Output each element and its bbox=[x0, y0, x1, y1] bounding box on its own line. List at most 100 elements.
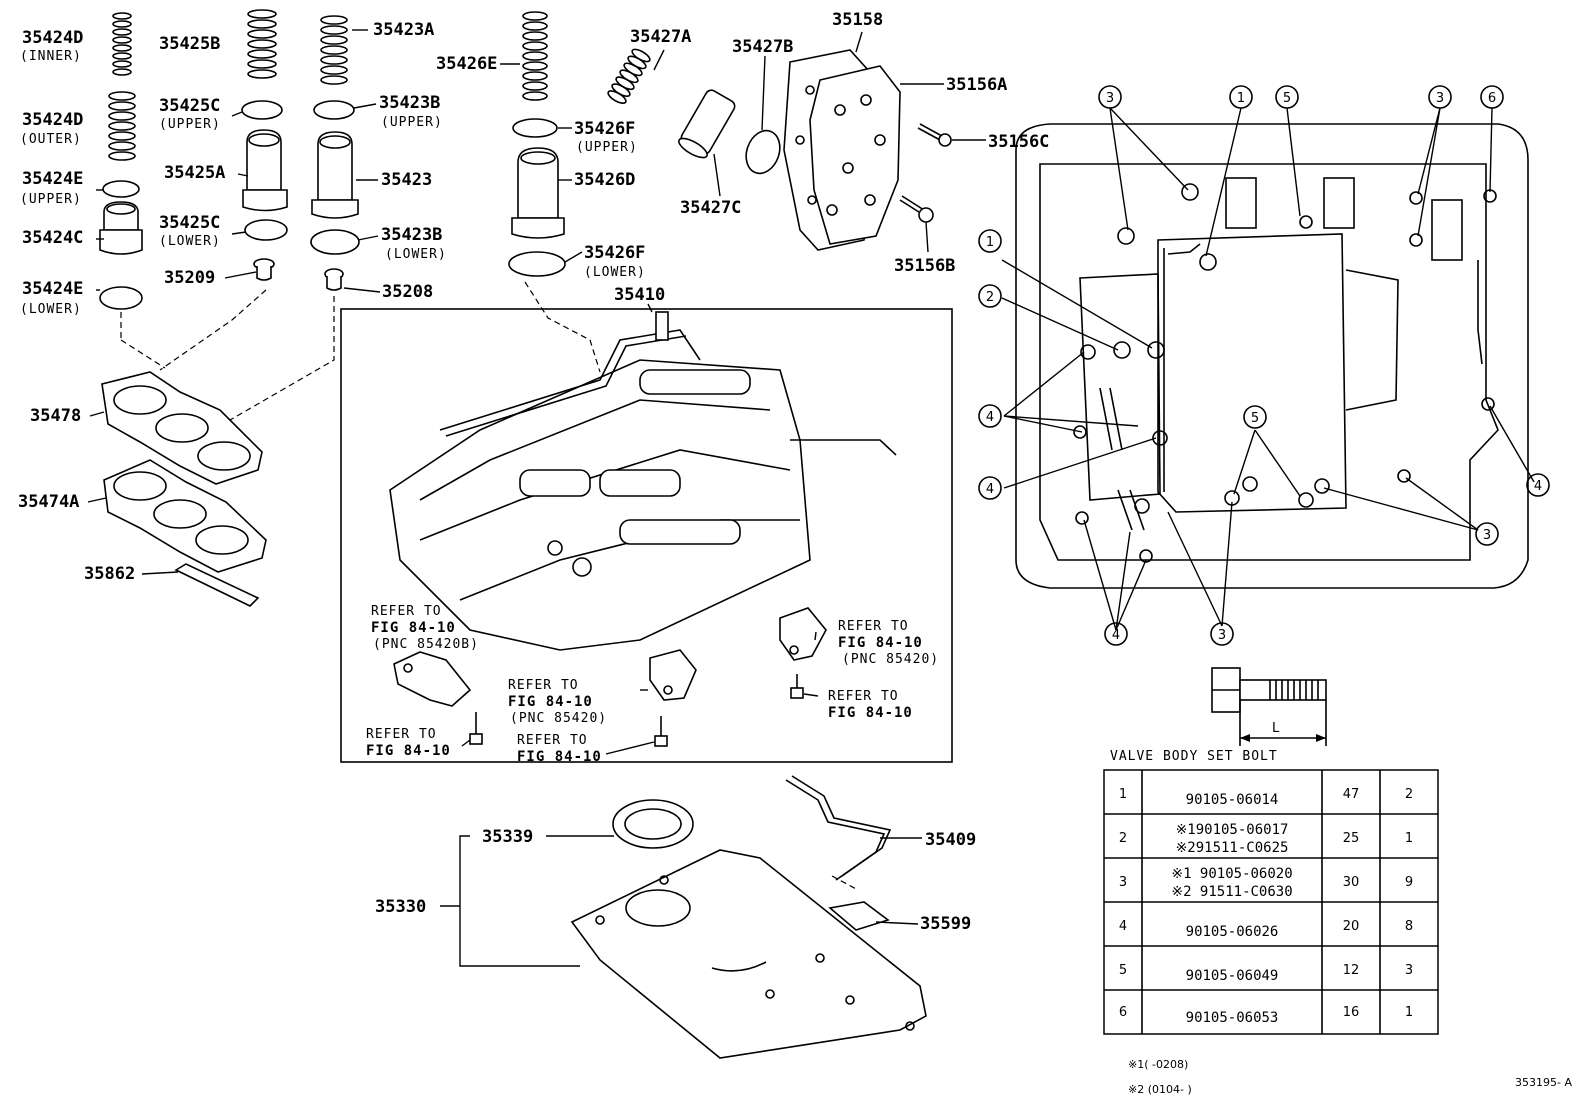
oring-35426F-lower bbox=[508, 251, 566, 277]
label-35156A: 35156A bbox=[946, 75, 1007, 95]
plug-35208 bbox=[324, 268, 344, 291]
callout-1-left: 1 bbox=[978, 229, 1002, 253]
piston-35426D bbox=[511, 147, 565, 239]
alignment-lines bbox=[120, 281, 859, 891]
plug-35209 bbox=[253, 258, 275, 281]
svg-text:4: 4 bbox=[986, 482, 994, 497]
svg-text:※291511-C0625: ※291511-C0625 bbox=[1176, 840, 1289, 856]
label-35474A: 35474A bbox=[18, 492, 79, 512]
refer-to-1: REFER TO bbox=[371, 604, 442, 619]
strainer-35330 bbox=[570, 849, 927, 1059]
label-35862: 35862 bbox=[84, 564, 135, 584]
label-35425C-upper: 35425C bbox=[159, 96, 220, 116]
label-35426E: 35426E bbox=[436, 54, 497, 74]
fig-5: FIG 84-10 bbox=[366, 743, 451, 759]
callout-3-bottom: 3 bbox=[1210, 622, 1234, 646]
label-upper-b: (UPPER) bbox=[159, 117, 221, 132]
label-outer: (OUTER) bbox=[20, 132, 82, 147]
spring-35425B bbox=[247, 9, 277, 79]
label-35424E-upper: 35424E bbox=[22, 169, 83, 189]
gasket-35478 bbox=[101, 371, 263, 485]
svg-text:6: 6 bbox=[1488, 91, 1496, 106]
fig-6: FIG 84-10 bbox=[517, 749, 602, 765]
svg-text:5: 5 bbox=[1119, 963, 1127, 978]
svg-text:8: 8 bbox=[1405, 919, 1413, 934]
label-upper-a: (UPPER) bbox=[20, 192, 82, 207]
bolt-table-title: VALVE BODY SET BOLT bbox=[1110, 749, 1278, 764]
label-35424E-lower: 35424E bbox=[22, 279, 83, 299]
svg-text:5: 5 bbox=[1283, 91, 1291, 106]
svg-text:3: 3 bbox=[1483, 528, 1491, 543]
piston-35424C bbox=[99, 201, 143, 255]
svg-text:4: 4 bbox=[986, 410, 994, 425]
oring-35423B-lower bbox=[310, 229, 360, 255]
label-35599: 35599 bbox=[920, 914, 971, 934]
label-35427C: 35427C bbox=[680, 198, 741, 218]
oring-35423B-upper bbox=[313, 100, 355, 120]
callout-2-left: 2 bbox=[978, 284, 1002, 308]
label-35339: 35339 bbox=[482, 827, 533, 847]
label-35209: 35209 bbox=[164, 268, 215, 288]
refer-to-2: REFER TO bbox=[508, 678, 579, 693]
label-35425B: 35425B bbox=[159, 34, 220, 54]
refer-to-4: REFER TO bbox=[828, 689, 899, 704]
oring-35427B bbox=[745, 129, 781, 175]
svg-text:2: 2 bbox=[1405, 787, 1413, 802]
fig-3: FIG 84-10 bbox=[838, 635, 923, 651]
callout-4-right: 4 bbox=[1526, 473, 1550, 497]
fig-2: FIG 84-10 bbox=[508, 694, 593, 710]
svg-text:1: 1 bbox=[1119, 787, 1127, 802]
oring-35425C-lower bbox=[244, 219, 288, 241]
oring-35424E-lower bbox=[99, 286, 143, 310]
valve-body-bottom-view bbox=[1015, 123, 1529, 589]
label-35425C-lower: 35425C bbox=[159, 213, 220, 233]
footnotes: ※1( -0208) ※2 (0104- ) bbox=[1128, 1058, 1192, 1096]
label-35425A: 35425A bbox=[164, 163, 225, 183]
valve-body-35410 bbox=[389, 311, 897, 651]
label-35426F-upper: 35426F bbox=[574, 119, 635, 139]
svg-text:※2 91511-C0630: ※2 91511-C0630 bbox=[1171, 884, 1292, 900]
label-inner: (INNER) bbox=[20, 49, 82, 64]
refer-notes: REFER TO FIG 84-10 (PNC 85420B) REFER TO… bbox=[366, 604, 938, 765]
svg-text:5: 5 bbox=[1251, 411, 1259, 426]
piston-35425A bbox=[242, 129, 288, 212]
svg-text:3: 3 bbox=[1106, 91, 1114, 106]
sleeve-35427C bbox=[678, 89, 736, 159]
piston-35423 bbox=[311, 131, 359, 219]
plate-35474A bbox=[103, 459, 267, 573]
svg-text:20: 20 bbox=[1343, 919, 1360, 934]
pnc-85420-center: (PNC 85420) bbox=[510, 711, 607, 726]
svg-text:3: 3 bbox=[1119, 875, 1127, 890]
bolt-center-refer bbox=[654, 716, 668, 747]
label-35427A: 35427A bbox=[630, 27, 691, 47]
bolt-35156C bbox=[917, 123, 952, 147]
label-35409: 35409 bbox=[925, 830, 976, 850]
label-35478: 35478 bbox=[30, 406, 81, 426]
spring-35424D-outer bbox=[108, 91, 136, 161]
spring-35427A bbox=[607, 48, 651, 104]
gasket-35156A bbox=[809, 65, 901, 245]
label-lower-d: (LOWER) bbox=[584, 265, 646, 280]
callout-4-left-lower: 4 bbox=[978, 476, 1002, 500]
svg-text:2: 2 bbox=[1119, 831, 1127, 846]
svg-text:90105-06014: 90105-06014 bbox=[1186, 792, 1279, 808]
label-35423A: 35423A bbox=[373, 20, 434, 40]
svg-text:90105-06053: 90105-06053 bbox=[1186, 1010, 1279, 1026]
label-35424C: 35424C bbox=[22, 228, 83, 248]
callout-1-top: 1 bbox=[1229, 85, 1253, 109]
callout-3-top-left: 3 bbox=[1098, 85, 1122, 109]
callout-3-right: 3 bbox=[1475, 522, 1499, 546]
svg-text:2: 2 bbox=[986, 290, 994, 305]
svg-text:30: 30 bbox=[1343, 875, 1360, 890]
pnc-85420b: (PNC 85420B) bbox=[373, 637, 479, 652]
footnote-2: ※2 (0104- ) bbox=[1128, 1083, 1192, 1096]
svg-text:47: 47 bbox=[1343, 787, 1360, 802]
bolt-35156B bbox=[899, 195, 934, 223]
oring-35339 bbox=[612, 799, 694, 849]
bracket-35599 bbox=[828, 901, 890, 931]
callout-4-bottom: 4 bbox=[1104, 622, 1128, 646]
oring-35424E-upper bbox=[102, 180, 140, 198]
oring-35425C-upper bbox=[241, 100, 283, 120]
bolt-table-cells: 1 90105-06014 47 2 2 ※190105-06017 ※2915… bbox=[1119, 787, 1413, 1026]
svg-text:3: 3 bbox=[1218, 628, 1226, 643]
